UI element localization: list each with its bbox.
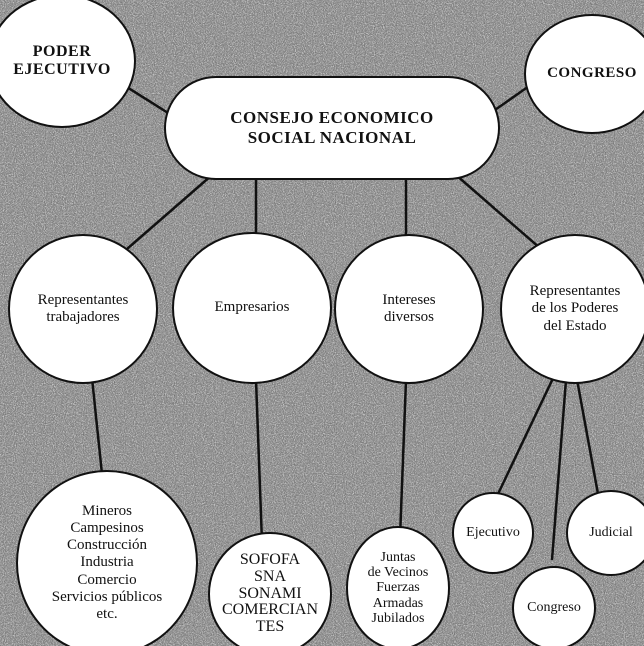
mineros-line-3: Construcción: [67, 537, 147, 554]
juntas-line-1: Juntas: [380, 550, 416, 566]
poder-ejecutivo-line-2: EJECUTIVO: [13, 61, 111, 78]
juntas-line-2: de Vecinos: [367, 565, 429, 581]
consejo-node: CONSEJO ECONOMICO SOCIAL NACIONAL: [164, 76, 500, 180]
empresarios-node: Empresarios: [172, 232, 332, 384]
intereses-node: Intereses diversos: [334, 234, 484, 384]
ejecutivo-node: Ejecutivo: [452, 492, 534, 574]
juntas-node: Juntas de Vecinos Fuerzas Armadas Jubila…: [346, 526, 450, 646]
sofofa-line-1: SOFOFA: [239, 551, 301, 568]
rep-trabajadores-line-2: trabajadores: [46, 309, 120, 325]
rep-poderes-node: Representantes de los Poderes del Estado: [500, 234, 644, 384]
judicial-line-1: Judicial: [589, 524, 633, 540]
connector-sofofa: [254, 379, 264, 543]
sofofa-line-5: TES: [255, 618, 285, 636]
consejo-line-2: SOCIAL NACIONAL: [247, 128, 417, 147]
mineros-line-2: Campesinos: [70, 519, 144, 536]
rep-trabajadores-node: Representantes trabajadores: [8, 234, 158, 384]
sofofa-line-2: SNA: [253, 567, 286, 585]
congreso-bottom-node: Congreso: [512, 566, 596, 646]
rep-poderes-line-1: Representantes: [529, 283, 621, 300]
connector-congreso-bottom: [550, 379, 568, 561]
empresarios-line-1: Empresarios: [214, 299, 290, 316]
juntas-line-5: Jubilados: [371, 610, 425, 626]
congreso-top-node: CONGRESO: [524, 14, 644, 134]
juntas-line-3: Fuerzas: [376, 580, 420, 596]
connector-rep-trabajadores: [111, 174, 213, 263]
mineros-line-6: Servicios públicos: [51, 588, 163, 605]
rep-poderes-line-2: de los Poderes: [531, 300, 619, 317]
ejecutivo-line-1: Ejecutivo: [466, 524, 520, 540]
intereses-line-1: Intereses: [382, 291, 436, 308]
connector-mineros: [90, 377, 104, 475]
sofofa-node: SOFOFA SNA SONAMI COMERCIAN TES: [208, 532, 332, 646]
mineros-line-7: etc.: [96, 606, 118, 623]
poder-ejecutivo-node: PODER EJECUTIVO: [0, 0, 136, 128]
intereses-line-2: diversos: [384, 309, 434, 325]
juntas-line-4: Armadas: [372, 595, 424, 611]
sofofa-line-4: COMERCIAN: [221, 601, 318, 619]
mineros-line-1: Mineros: [82, 502, 132, 519]
mineros-node: Mineros Campesinos Construcción Industri…: [16, 470, 198, 646]
rep-poderes-line-3: del Estado: [543, 317, 607, 334]
connector-lines: [90, 82, 600, 561]
judicial-node: Judicial: [566, 490, 644, 576]
mineros-line-5: Comercio: [77, 571, 137, 588]
congreso-bottom-line-1: Congreso: [527, 599, 581, 615]
mineros-line-4: Industria: [80, 554, 134, 571]
connector-judicial: [574, 373, 600, 495]
rep-trabajadores-line-1: Representantes: [37, 291, 129, 308]
sofofa-line-3: SONAMI: [238, 584, 302, 602]
poder-ejecutivo-line-1: PODER: [32, 42, 92, 60]
connector-juntas: [398, 379, 408, 539]
congreso-top-line-1: CONGRESO: [547, 65, 637, 82]
consejo-line-1: CONSEJO ECONOMICO: [230, 108, 434, 128]
connector-ejecutivo: [496, 371, 558, 495]
